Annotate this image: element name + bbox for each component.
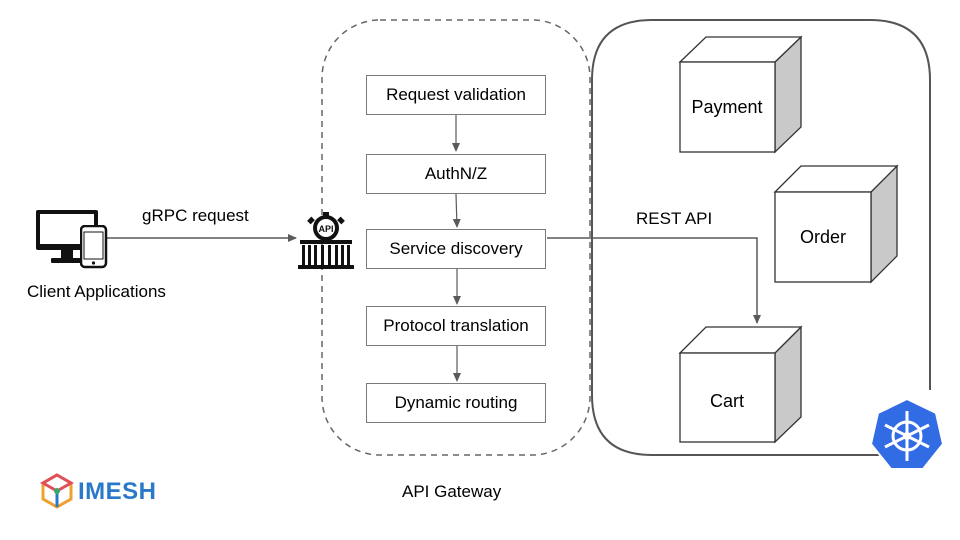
- api-icon-text: API: [318, 224, 333, 234]
- step-arrow-2: [452, 193, 461, 228]
- order-service-label: Order: [799, 227, 846, 247]
- client-applications-label: Client Applications: [27, 282, 166, 301]
- api-gateway-caption: API Gateway: [402, 482, 502, 501]
- order-service-cube: [773, 164, 899, 284]
- payment-service-cube: [678, 35, 803, 154]
- cart-service-cube: [678, 325, 803, 444]
- grpc-request-label: gRPC request: [142, 206, 249, 225]
- step-dynamic-routing: Dynamic routing: [366, 383, 546, 423]
- rest-api-arrow: [547, 237, 761, 324]
- step-request-validation: Request validation: [366, 75, 546, 115]
- cart-service-label: Cart: [709, 391, 744, 411]
- kubernetes-icon: [869, 397, 945, 470]
- api-gateway-icon: API: [298, 212, 354, 269]
- api-gateway-boundary: [321, 19, 591, 456]
- brand-name: IMESH: [78, 478, 157, 505]
- step-service-discovery: Service discovery: [366, 229, 546, 269]
- rest-api-label: REST API: [636, 209, 713, 228]
- step-protocol-translation: Protocol translation: [366, 306, 546, 346]
- step-authn-z: AuthN/Z: [366, 154, 546, 194]
- kubernetes-cluster-boundary: [591, 19, 931, 456]
- payment-service-label: Payment: [691, 97, 763, 117]
- smartphone-icon: [80, 225, 108, 269]
- imesh-logo-icon: [39, 473, 75, 509]
